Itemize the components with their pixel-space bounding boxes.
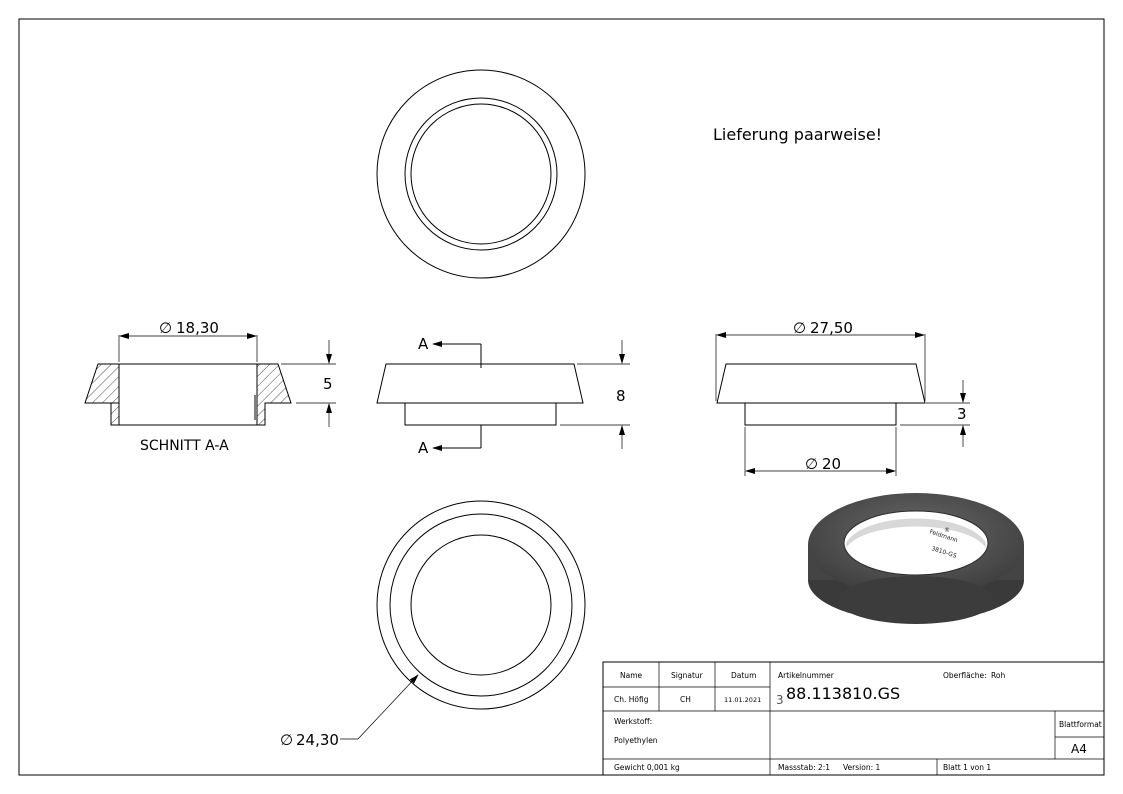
section-label: SCHNITT A-A (140, 438, 229, 454)
tb-header-datum: Datum (731, 671, 756, 680)
tb-werkstoff-label: Werkstoff: (614, 717, 652, 726)
tb-signatur-value: CH (680, 695, 691, 704)
tb-datum-value: 11.01.2021 (724, 696, 761, 704)
tb-gewicht: Gewicht 0,001 kg (614, 763, 680, 772)
render-mark-1: ® (944, 527, 950, 534)
tb-name-value: Ch. Höfig (614, 695, 649, 704)
tb-artikelnummer-prefix: 3 (776, 693, 784, 707)
tb-artikelnummer-label: Artikelnummer (778, 671, 835, 680)
drawing-frame (18, 18, 1105, 776)
dim-bottom-diameter: 20 (822, 455, 841, 473)
ring-3d-render (808, 493, 1024, 624)
dim-cone-height: 5 (323, 375, 333, 393)
delivery-note: Lieferung paarweise! (713, 125, 882, 144)
section-marker-top: A (418, 335, 429, 353)
title-block (602, 661, 1105, 776)
dim-step-height: 3 (957, 405, 967, 423)
dim-inner-top-symbol: ∅ (159, 319, 172, 337)
tb-header-name: Name (620, 671, 643, 680)
front-view (376, 340, 630, 451)
dim-outer-symbol: ∅ (793, 319, 806, 337)
tb-header-signatur: Signatur (671, 671, 704, 680)
tb-blattformat: A4 (1071, 742, 1087, 756)
tb-blattformat-label: Blattformat (1059, 720, 1102, 729)
dim-ring-symbol: ∅ (280, 731, 293, 749)
dim-total-height: 8 (616, 387, 626, 405)
tb-oberflaeche-label: Oberfläche: (943, 671, 987, 680)
dim-outer-diameter: 27,50 (810, 319, 853, 337)
bottom-view (340, 500, 586, 740)
side-view (715, 332, 970, 476)
tb-artikelnummer: 88.113810.GS (786, 684, 900, 703)
dim-bottom-symbol: ∅ (805, 455, 818, 473)
tb-oberflaeche: Roh (991, 671, 1005, 680)
tb-blatt: Blatt 1 von 1 (943, 763, 991, 772)
section-marker-bottom: A (418, 439, 429, 457)
dim-ring-diameter: 24,30 (296, 731, 339, 749)
dim-inner-top-diameter: 18,30 (176, 319, 219, 337)
section-view (84, 333, 336, 427)
tb-version: Version: 1 (843, 763, 880, 772)
tb-massstab: Massstab: 2:1 (778, 763, 830, 772)
top-view (376, 69, 586, 279)
tb-werkstoff: Polyethylen (614, 736, 658, 745)
